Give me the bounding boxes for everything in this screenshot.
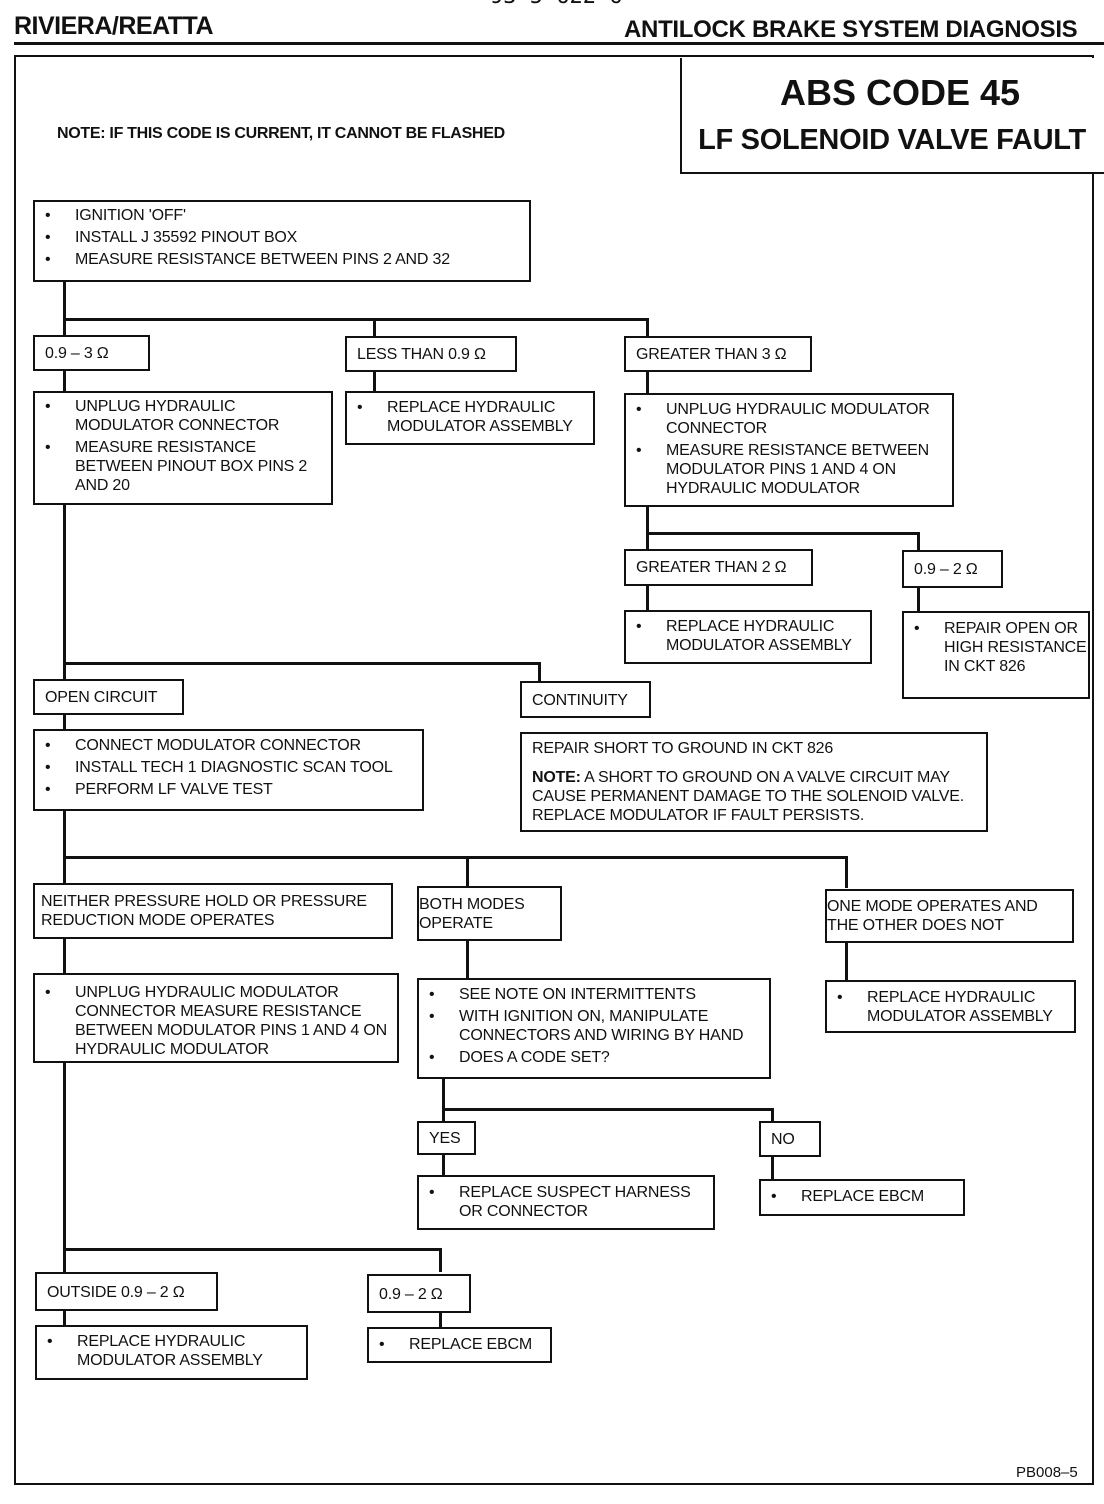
list-item: •REPLACE HYDRAULIC MODULATOR ASSEMBLY (837, 989, 1053, 1025)
drop-c (646, 318, 649, 338)
step-no: •REPLACE EBCM (759, 1179, 965, 1216)
repair-short-text: REPAIR SHORT TO GROUND IN CKT 826 (532, 740, 834, 757)
c-down (646, 506, 649, 550)
title-box (680, 58, 1104, 174)
yes-no-split (442, 1108, 774, 1111)
figure-id: PB008–5 (1016, 1464, 1078, 1481)
list-item: •IGNITION 'OFF' (45, 207, 186, 224)
drop-both (466, 856, 469, 886)
list-item: •WITH IGNITION ON, MANIPULATE CONNECTORS… (429, 1008, 744, 1044)
list-item: •CONNECT MODULATOR CONNECTOR (45, 737, 361, 754)
result-yes: YES (417, 1121, 476, 1155)
drop-continuity (538, 662, 541, 682)
b-to-step (373, 372, 376, 392)
result-no: NO (759, 1121, 821, 1157)
c-to-step (646, 372, 649, 394)
page-code: 93-5-622-6 (490, 0, 622, 9)
no-to-step (771, 1156, 774, 1180)
list-item: •UNPLUG HYDRAULIC MODULATOR CONNECTOR ME… (45, 984, 387, 1058)
continuity-note: NOTE: A SHORT TO GROUND ON A VALVE CIRCU… (532, 769, 965, 824)
yes-to-step (442, 1154, 445, 1176)
list-item: •INSTALL J 35592 PINOUT BOX (45, 229, 298, 246)
step-initial: •IGNITION 'OFF' •INSTALL J 35592 PINOUT … (33, 200, 531, 282)
drop-b (373, 318, 376, 338)
step-one-mode: •REPLACE HYDRAULIC MODULATOR ASSEMBLY (825, 980, 1076, 1033)
branch-line-4 (63, 1248, 442, 1251)
step-open-circuit: •CONNECT MODULATOR CONNECTOR •INSTALL TE… (33, 729, 424, 811)
flash-note: NOTE: IF THIS CODE IS CURRENT, IT CANNOT… (57, 125, 505, 142)
step-branch-a: •UNPLUG HYDRAULIC MODULATOR CONNECTOR •M… (33, 391, 333, 505)
step-branch-b: •REPLACE HYDRAULIC MODULATOR ASSEMBLY (345, 391, 595, 445)
list-item: •REPLACE HYDRAULIC MODULATOR ASSEMBLY (357, 399, 573, 435)
title-fault: LF SOLENOID VALVE FAULT (698, 124, 1086, 156)
list-item: •REPAIR OPEN OR HIGH RESISTANCE IN CKT 8… (914, 620, 1087, 675)
list-item: •PERFORM LF VALVE TEST (45, 781, 273, 798)
list-item: •REPLACE EBCM (771, 1188, 924, 1205)
branch-line-3 (63, 856, 848, 859)
c1-to-step (646, 586, 649, 610)
step-neither: •UNPLUG HYDRAULIC MODULATOR CONNECTOR ME… (33, 973, 399, 1063)
list-item: •REPLACE HYDRAULIC MODULATOR ASSEMBLY (47, 1333, 263, 1369)
result-greater-than-3-ohm: GREATER THAN 3 Ω (624, 336, 812, 372)
result-continuity: CONTINUITY (520, 681, 651, 718)
result-open-circuit: OPEN CIRCUIT (33, 679, 184, 715)
result-less-than-0.9-ohm: LESS THAN 0.9 Ω (345, 336, 517, 372)
step-outside: •REPLACE HYDRAULIC MODULATOR ASSEMBLY (35, 1325, 308, 1380)
drop-within (439, 1248, 442, 1272)
c2-to-step (917, 588, 920, 612)
one-to-step (845, 942, 848, 980)
within-to-step (439, 1312, 442, 1328)
branch-line-1 (63, 318, 649, 321)
list-item: •INSTALL TECH 1 DIAGNOSTIC SCAN TOOL (45, 759, 393, 776)
c-split-right (917, 532, 920, 550)
step-both-modes: •SEE NOTE ON INTERMITTENTS •WITH IGNITIO… (417, 978, 771, 1079)
result-greater-than-2-ohm: GREATER THAN 2 Ω (624, 549, 813, 586)
list-item: •MEASURE RESISTANCE BETWEEN MODULATOR PI… (636, 442, 929, 497)
result-0.9-2-ohm-c: 0.9 – 2 Ω (902, 550, 1003, 588)
title-code: ABS CODE 45 (779, 72, 1021, 113)
result-one-mode: ONE MODE OPERATES AND THE OTHER DOES NOT (825, 889, 1074, 943)
step-branch-c1: •REPLACE HYDRAULIC MODULATOR ASSEMBLY (624, 610, 872, 664)
list-item: •MEASURE RESISTANCE BETWEEN PINOUT BOX P… (45, 439, 308, 494)
outside-to-step (63, 1310, 66, 1326)
list-item: •UNPLUG HYDRAULIC MODULATOR CONNECTOR (45, 398, 280, 434)
result-outside-range: OUTSIDE 0.9 – 2 Ω (35, 1272, 218, 1311)
header-section: ANTILOCK BRAKE SYSTEM DIAGNOSIS (624, 16, 1078, 43)
both-down (442, 1078, 445, 1122)
step-yes: •REPLACE SUSPECT HARNESS OR CONNECTOR (417, 1175, 715, 1230)
header-model: RIVIERA/REATTA (14, 12, 214, 40)
list-item: •DOES A CODE SET? (429, 1049, 610, 1066)
result-within-range: 0.9 – 2 Ω (367, 1274, 471, 1313)
result-neither-mode: NEITHER PRESSURE HOLD OR PRESSURE REDUCT… (33, 883, 393, 939)
drop-one (845, 856, 848, 888)
step-within: •REPLACE EBCM (367, 1327, 552, 1363)
result-0.9-3-ohm: 0.9 – 3 Ω (33, 335, 150, 371)
list-item: •SEE NOTE ON INTERMITTENTS (429, 986, 696, 1003)
list-item: •REPLACE SUSPECT HARNESS OR CONNECTOR (429, 1184, 691, 1220)
step-branch-c: •UNPLUG HYDRAULIC MODULATOR CONNECTOR •M… (624, 393, 954, 507)
drop-outside (63, 1248, 66, 1272)
header-rule (14, 42, 1104, 45)
step-branch-c2: •REPAIR OPEN OR HIGH RESISTANCE IN CKT 8… (902, 611, 1090, 699)
c-split (646, 532, 920, 535)
result-both-modes: BOTH MODES OPERATE (417, 886, 562, 941)
drop-no (771, 1108, 774, 1122)
list-item: •REPLACE HYDRAULIC MODULATOR ASSEMBLY (636, 618, 852, 654)
both-to-step (466, 940, 469, 978)
step-continuity: REPAIR SHORT TO GROUND IN CKT 826 NOTE: … (520, 732, 988, 832)
list-item: •UNPLUG HYDRAULIC MODULATOR CONNECTOR (636, 401, 930, 437)
list-item: •REPLACE EBCM (379, 1336, 532, 1353)
diagram-frame (14, 55, 1094, 1485)
list-item: •MEASURE RESISTANCE BETWEEN PINS 2 AND 3… (45, 251, 450, 268)
branch-line-2 (63, 662, 541, 665)
